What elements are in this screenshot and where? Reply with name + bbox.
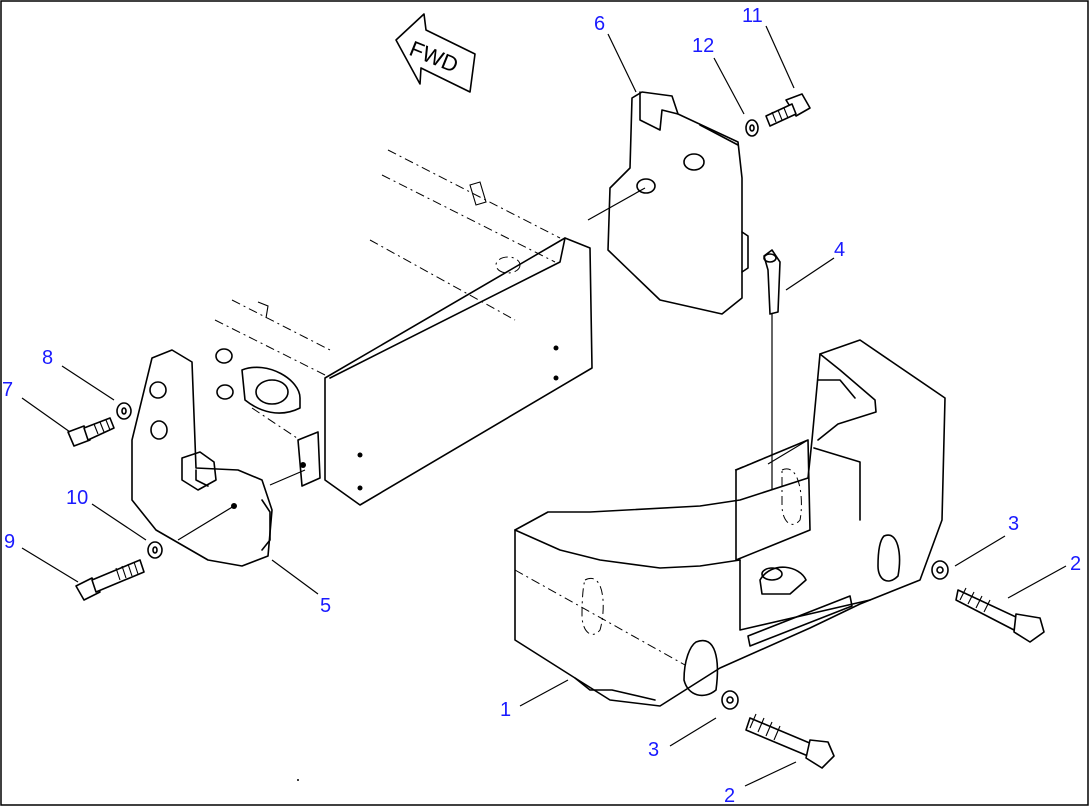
callout-3-lower: 3	[648, 739, 659, 761]
bolt-part-7	[67, 417, 115, 447]
counterweight-part-1	[514, 339, 946, 707]
callout-6: 6	[594, 13, 605, 35]
callout-labels: 1 2 2 3 3 4 5 6 7 8 9 10 11 12	[2, 5, 1081, 807]
callout-9: 9	[4, 531, 15, 553]
washer-part-3-lower	[721, 690, 739, 710]
chassis-frame	[214, 149, 593, 506]
washer-part-10	[147, 541, 163, 559]
bolt-part-2-lower	[745, 713, 835, 769]
forward-arrow-icon: FWD	[395, 13, 476, 93]
weight-part-6	[587, 91, 749, 315]
callout-7: 7	[2, 379, 13, 401]
callout-4: 4	[834, 239, 845, 261]
bolt-part-11	[765, 93, 811, 127]
washer-part-12	[745, 119, 759, 137]
washer-part-8	[116, 402, 132, 420]
callout-1: 1	[500, 699, 511, 721]
leader-lines	[21, 25, 1067, 787]
washer-part-3-upper	[931, 560, 949, 580]
bolt-part-2-upper	[955, 587, 1045, 643]
bolt-part-9	[75, 559, 145, 601]
callout-10: 10	[66, 487, 88, 509]
callout-12: 12	[692, 35, 714, 57]
callout-5: 5	[320, 595, 331, 617]
dot-mark	[297, 779, 299, 781]
callout-2-upper: 2	[1070, 553, 1081, 575]
callout-2-lower: 2	[724, 785, 735, 807]
callout-8: 8	[42, 347, 53, 369]
weight-part-5	[131, 349, 306, 567]
callout-3-upper: 3	[1008, 513, 1019, 535]
callout-11: 11	[742, 5, 763, 27]
